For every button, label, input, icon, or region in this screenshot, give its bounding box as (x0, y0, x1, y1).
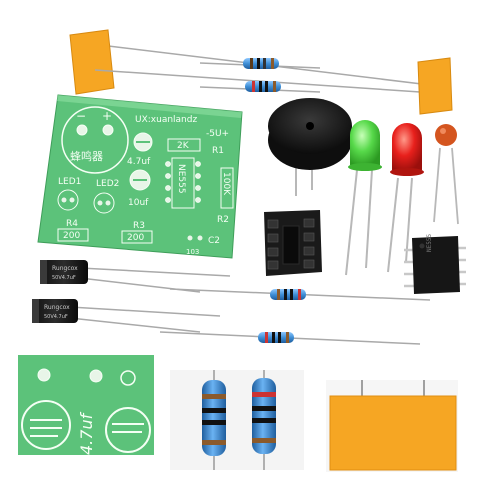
electrolytic-capacitor-2: Rungcox 50V4.7uF (32, 299, 221, 333)
led-red (387, 123, 424, 273)
led2-label: LED2 (96, 179, 119, 189)
buzzer-minus: − (76, 109, 86, 123)
chip-label: NE555 (176, 164, 186, 194)
capacitor-spec: 50V4.7uF (44, 314, 68, 320)
capacitor-brand: Rungcox (44, 304, 70, 311)
ic-socket (264, 210, 322, 276)
resistor-middle-2 (159, 331, 421, 345)
closeup-cap-label: 4.7uf (77, 411, 96, 455)
c2-value: 103 (186, 248, 199, 256)
resistor-top-2 (199, 81, 321, 93)
led-green (345, 120, 382, 276)
ceramic-capacitor (433, 124, 459, 225)
r4-value: 200 (63, 231, 80, 241)
r1-value: 2K (177, 141, 190, 151)
electrolytic-capacitor-1: Rungcox 50V4.7uF (40, 260, 231, 293)
r3-label: R3 (133, 221, 145, 231)
capacitor-spec: 50V4.7uF (52, 275, 76, 281)
chip-marking: NE555 (426, 234, 433, 252)
resistor-top-1 (199, 58, 321, 69)
ne555-chip: NE555 (404, 234, 466, 294)
c2-label: C2 (208, 236, 220, 246)
pcb-closeup: 4.7uf (18, 355, 154, 455)
r4-label: R4 (66, 219, 78, 229)
pcb-board: − + 蜂鸣器 UX:xuanlandz -5U+ 4.7uf 2K R1 NE… (37, 94, 243, 259)
buzzer-outline (61, 106, 129, 174)
buzzer (268, 98, 352, 196)
pad (76, 124, 88, 136)
led1-label: LED1 (58, 177, 81, 187)
capacitor-brand: Rungcox (52, 265, 78, 272)
resistor-closeup (170, 370, 304, 470)
r3-value: 200 (127, 233, 144, 243)
r2-value: 100K (221, 172, 231, 196)
r1-label: R1 (212, 146, 224, 156)
pad (102, 124, 114, 136)
resistor-middle-1 (169, 288, 431, 301)
r2-label: R2 (217, 215, 229, 225)
cap2-label: 10uf (128, 198, 149, 208)
cap-label: 4.7uf (127, 157, 151, 167)
voltage-label: -5U+ (206, 129, 229, 139)
buzzer-plus: + (102, 109, 112, 123)
buzzer-chinese-label: 蜂鸣器 (70, 149, 103, 163)
film-capacitor-closeup (326, 380, 458, 472)
credit-text: UX:xuanlandz (135, 115, 197, 125)
